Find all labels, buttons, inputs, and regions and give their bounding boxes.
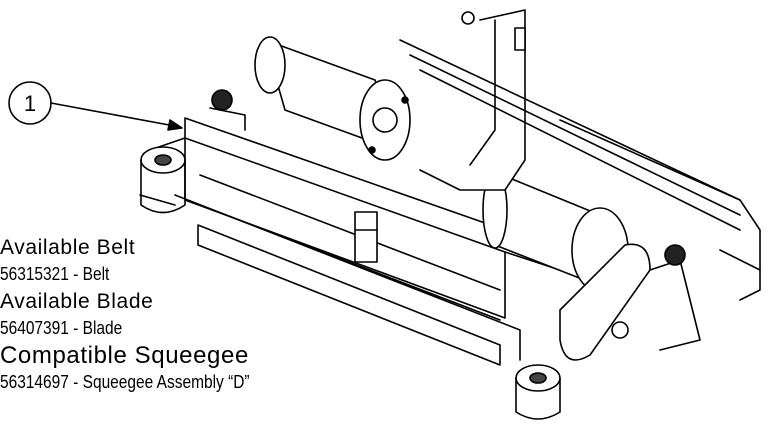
vertical-bracket (419, 9, 526, 191)
top-motor (254, 36, 411, 161)
left-roller (140, 146, 186, 214)
squeegee-part-number: 56314697 - Squeegee Assembly “D” (0, 372, 250, 392)
blade-heading: Available Blade (0, 290, 154, 313)
side-rails (399, 39, 761, 301)
parts-info-block: Available Belt 56315321 - Belt Available… (0, 234, 290, 396)
front-clip (354, 211, 378, 263)
adjustment-knob-right (664, 244, 686, 266)
callout-leader (8, 81, 183, 131)
belt-heading: Available Belt (0, 236, 136, 259)
blade-part-number: 56407391 - Blade (0, 318, 123, 338)
drive-arm (559, 243, 701, 361)
belt-part-number: 56315321 - Belt (0, 264, 110, 284)
squeegee-heading: Compatible Squeegee (0, 342, 249, 369)
adjustment-knob-left (209, 89, 246, 131)
right-roller (515, 364, 561, 420)
callout-number: 1 (24, 91, 36, 116)
